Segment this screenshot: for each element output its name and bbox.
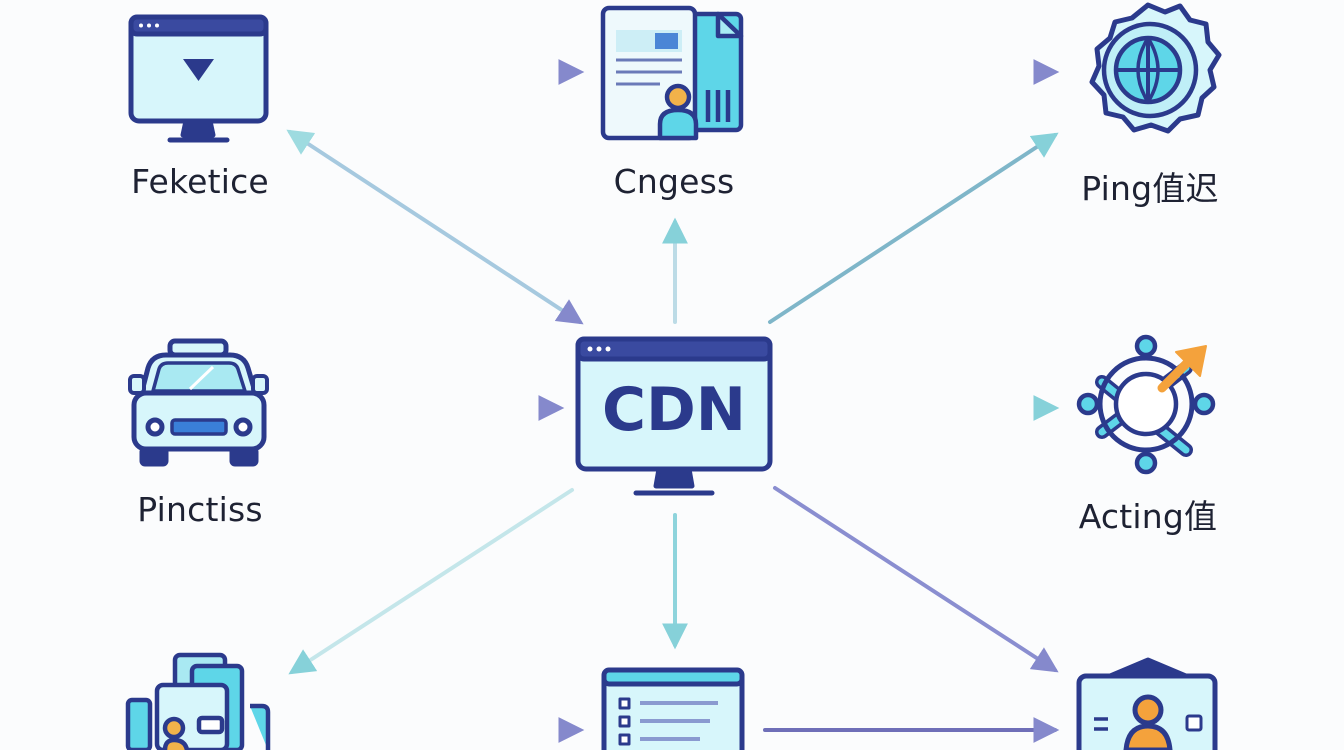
dashboard-icon <box>601 667 745 750</box>
network-hub-icon <box>1076 334 1216 475</box>
profile-card-icon <box>1076 657 1218 750</box>
folders-icon <box>125 652 271 750</box>
arrow-center-top-left <box>286 129 584 325</box>
node-label-top-right: Ping值迟 <box>1081 169 1219 208</box>
gear-globe-icon <box>1089 2 1222 134</box>
node-label-top-left: Feketice <box>131 162 269 201</box>
monitor-icon <box>128 14 269 143</box>
node-label-top-center: Cngess <box>613 162 735 201</box>
arrows <box>286 59 1060 743</box>
arrow-center-to-bottom-left <box>288 488 574 675</box>
cdn-label: CDN <box>602 375 746 445</box>
car-icon <box>128 338 269 467</box>
arrow-center-to-bottom-right <box>773 486 1059 673</box>
arrow-center-to-top-right <box>768 132 1059 324</box>
node-label-mid-right: Acting值 <box>1078 497 1218 536</box>
node-label-mid-left: Pinctiss <box>137 490 263 529</box>
document-user-icon <box>600 5 744 141</box>
cdn-monitor <box>575 336 773 496</box>
